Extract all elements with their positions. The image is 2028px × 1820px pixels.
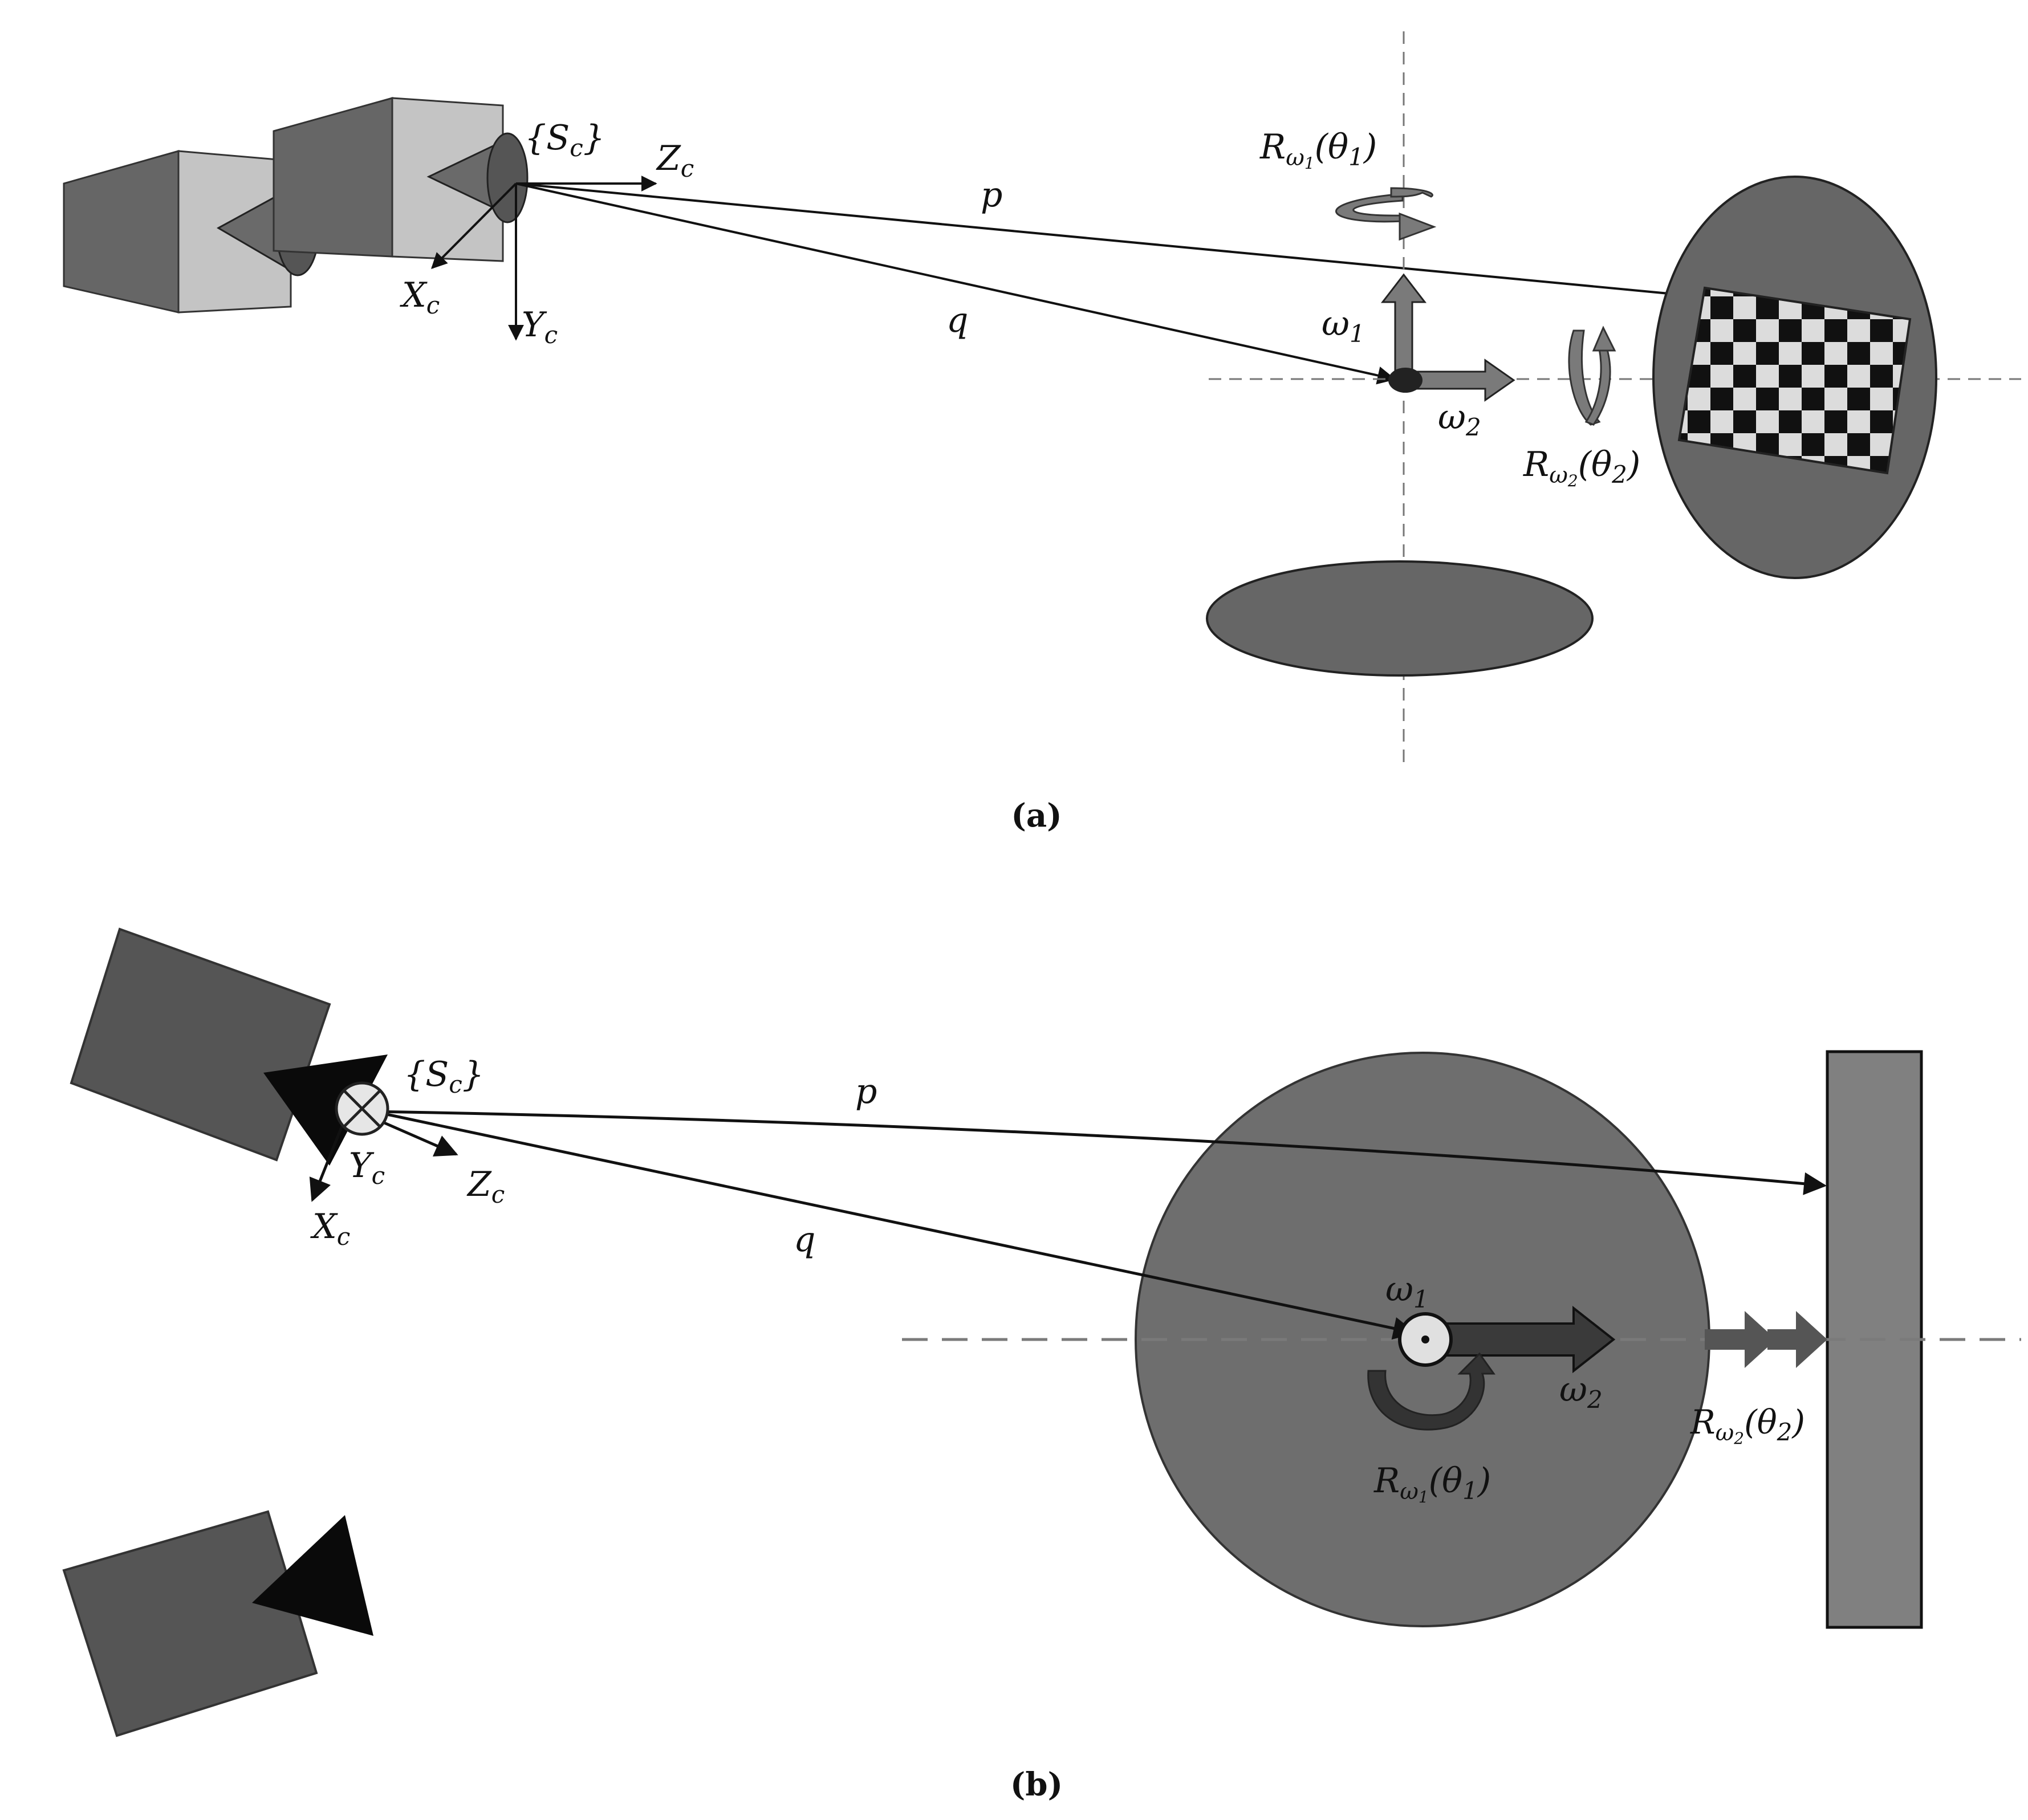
rotation2-arrow — [1568, 325, 1616, 426]
caption-b: (b) — [1010, 1766, 1063, 1803]
vector-p-label-a: p — [981, 175, 1002, 215]
omega1-label-a: ω1 — [1322, 304, 1365, 348]
rotation1-label-a: Rω1(θ1) — [1259, 127, 1377, 173]
vector-q-label-b: q — [794, 1220, 815, 1260]
camera-frame-axes — [431, 176, 657, 341]
rotation1-label-b: Rω1(θ1) — [1373, 1461, 1491, 1507]
axis-x-label-b: Xc — [310, 1207, 350, 1251]
vector-q-line-b — [373, 1110, 1416, 1340]
vector-q-label-a: q — [946, 300, 968, 340]
axis-y-label-b: Yc — [349, 1146, 385, 1190]
rotation2-label-a: Rω2(θ2) — [1523, 445, 1640, 490]
vector-p-line-b — [373, 1110, 1827, 1195]
omega1-center-dot-b — [1421, 1336, 1429, 1343]
omega1-arrow — [1380, 273, 1427, 380]
omega2-label-a: ω2 — [1438, 397, 1481, 441]
axis-y-into-page-symbol — [335, 1081, 389, 1136]
frame-label-a: {Sc} — [525, 118, 605, 162]
checkerboard — [1677, 286, 1912, 475]
rotation1-arrow — [1335, 187, 1437, 241]
omega2-arrow-b — [1441, 1305, 1616, 1374]
rotation2-label-b: Rω2(θ2) — [1690, 1403, 1805, 1448]
vector-q-line — [515, 182, 1396, 385]
rotation1-arrow-b — [1367, 1352, 1495, 1431]
frame-label-b: {Sc} — [404, 1054, 484, 1098]
axis-x-label-a: Xc — [400, 275, 440, 319]
camera-lens-lower — [252, 1515, 373, 1636]
camera-front — [273, 97, 529, 262]
camera-body-lower — [62, 1510, 318, 1737]
rotation-center-dot — [1388, 368, 1423, 393]
rotation2-arrow-b — [1705, 1311, 1827, 1368]
omega2-label-b: ω2 — [1559, 1370, 1603, 1414]
turntable-disk — [1206, 560, 1594, 677]
vector-p-label-b: p — [855, 1072, 877, 1111]
panel-b: {Sc} Yc Zc Xc p q ω1 ω2 Rω1(θ1) Rω2(θ2) … — [62, 927, 2021, 1803]
axis-z-label-b: Zc — [466, 1165, 505, 1208]
vector-p-line — [515, 182, 1713, 306]
caption-a: (a) — [1011, 797, 1062, 834]
panel-a: {Sc} Zc Xc Yc p q ω1 ω2 Rω1(θ1) Rω2(θ2) … — [63, 31, 2021, 834]
axis-y-label-a: Yc — [522, 305, 558, 349]
camera-body-upper — [70, 927, 331, 1162]
omega1-label-b: ω1 — [1385, 1269, 1429, 1313]
axis-z-label-a: Zc — [656, 139, 694, 182]
